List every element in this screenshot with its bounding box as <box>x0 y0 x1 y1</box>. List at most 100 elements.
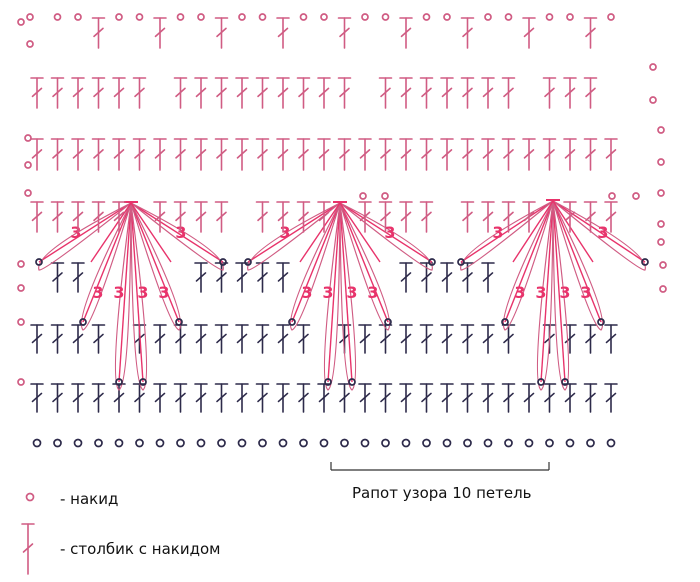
double-crochet-symbol <box>276 201 290 233</box>
dc-slash <box>380 211 391 222</box>
double-crochet-symbol <box>296 77 311 109</box>
chain-stitch-symbol <box>428 258 436 266</box>
dc-slash <box>236 272 248 282</box>
legend-double-crochet-label: - столбик с накидом <box>60 540 221 558</box>
fan-count-label: 3 <box>580 283 591 302</box>
fan-petal-outline <box>502 200 554 331</box>
fan-stitch-line <box>339 202 389 323</box>
dc-slash <box>113 87 125 98</box>
double-crochet-symbol <box>71 201 85 233</box>
double-crochet-symbol <box>358 138 372 171</box>
chain-stitch-symbol <box>115 13 123 21</box>
chain-stitch-symbol <box>384 318 392 326</box>
dc-slash <box>93 27 104 38</box>
dc-slash <box>544 392 555 403</box>
dc-slash <box>585 87 596 98</box>
dc-slash <box>400 333 412 344</box>
double-crochet-symbol <box>419 201 434 233</box>
fan-stitch-line <box>38 202 132 263</box>
chain-stitch-symbol <box>258 438 267 448</box>
chain-stitch-symbol <box>73 438 83 448</box>
dc-slash <box>359 333 371 344</box>
double-crochet-symbol <box>255 201 270 233</box>
dc-slash <box>462 272 473 282</box>
double-crochet-symbol <box>50 201 65 233</box>
double-crochet-symbol <box>563 324 577 354</box>
fan-count-label: 3 <box>322 283 333 302</box>
chain-stitch-symbol <box>422 438 431 448</box>
double-crochet-symbol <box>153 383 167 413</box>
double-crochet-symbol <box>440 77 454 109</box>
repeat-label: Рапот узора 10 петель <box>352 484 532 502</box>
dc-slash <box>523 149 535 159</box>
dc-slash <box>236 87 248 98</box>
double-crochet-symbol <box>255 77 270 109</box>
chain-stitch-symbol <box>219 258 227 266</box>
dc-slash <box>72 87 84 98</box>
chain-stitch-symbol <box>632 192 640 200</box>
chain-stitch-symbol <box>320 13 328 21</box>
double-crochet-symbol <box>153 324 167 354</box>
fan-count-label: 3 <box>279 223 290 242</box>
dc-slash <box>277 149 289 159</box>
dc-slash <box>482 149 494 159</box>
chain-stitch-symbol <box>17 260 25 268</box>
dc-slash <box>72 392 84 403</box>
chain-stitch-symbol <box>504 13 513 21</box>
chain-stitch-symbol <box>565 438 575 448</box>
dc-slash <box>482 87 494 98</box>
dc-slash <box>400 272 412 282</box>
double-crochet-symbol <box>173 383 188 413</box>
dc-slash <box>195 272 207 282</box>
chain-stitch-symbol <box>139 378 147 386</box>
dc-slash <box>257 392 268 403</box>
dc-slash <box>462 27 473 38</box>
dc-slash <box>298 87 309 98</box>
dc-slash <box>154 333 166 344</box>
fan-petal-outline <box>247 202 341 271</box>
dc-slash <box>462 333 473 344</box>
chain-stitch-symbol <box>457 258 465 266</box>
dc-slash <box>380 392 391 403</box>
chain-stitch-symbol <box>288 318 296 326</box>
dc-slash <box>564 333 576 344</box>
double-crochet-symbol <box>481 77 495 109</box>
double-crochet-symbol <box>91 77 106 109</box>
chain-stitch-symbol <box>657 158 665 166</box>
double-crochet-symbol <box>112 201 126 233</box>
chain-stitch-symbol <box>53 438 62 448</box>
fan-petal-outline <box>552 200 604 331</box>
chain-stitch-symbol <box>299 13 308 21</box>
chain-stitch-symbol <box>135 13 144 21</box>
fan-stitch-line <box>130 202 144 383</box>
chain-stitch-symbol <box>422 13 431 21</box>
double-crochet-symbol <box>460 324 475 354</box>
double-crochet-symbol <box>358 201 372 233</box>
double-crochet-symbol <box>235 138 249 171</box>
chain-stitch-symbol <box>443 13 451 21</box>
dc-slash <box>257 211 268 222</box>
chain-stitch-symbol <box>135 438 144 448</box>
dc-slash <box>503 211 514 222</box>
double-crochet-symbol <box>399 77 413 109</box>
dc-slash <box>585 392 596 403</box>
dc-slash <box>380 87 391 98</box>
dc-slash <box>277 87 289 98</box>
dc-slash <box>585 211 596 222</box>
double-crochet-symbol <box>276 77 290 109</box>
dc-slash <box>277 27 289 38</box>
dc-slash <box>216 333 227 344</box>
chain-stitch-symbol <box>258 13 267 21</box>
fan-count-label: 3 <box>492 223 503 242</box>
double-crochet-symbol <box>91 138 106 171</box>
fan-count-label: 3 <box>384 223 395 242</box>
dc-slash <box>482 392 494 403</box>
double-crochet-symbol <box>563 201 577 233</box>
dc-slash <box>503 333 514 344</box>
dc-slash <box>195 211 207 222</box>
dc-slash <box>585 149 596 159</box>
double-crochet-symbol <box>194 324 208 354</box>
